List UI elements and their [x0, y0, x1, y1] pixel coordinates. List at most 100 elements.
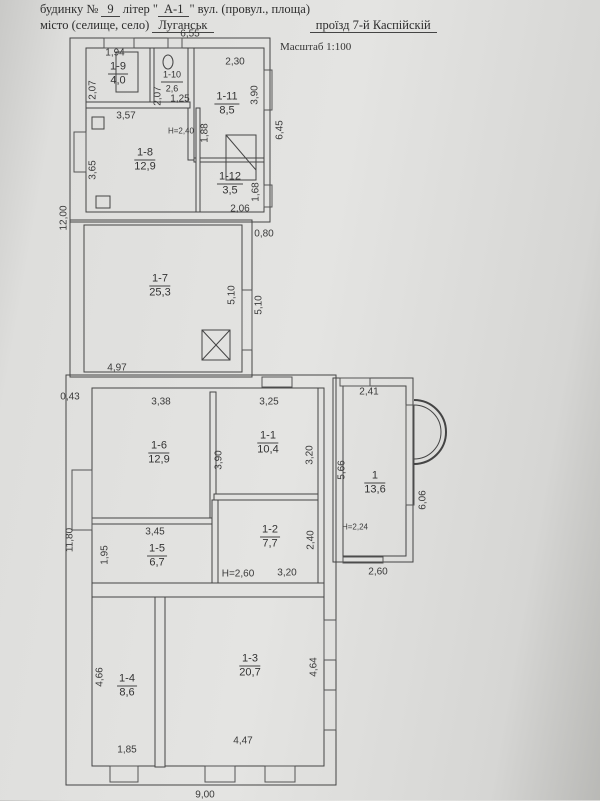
ceiling-height-label: H=2,60 — [221, 568, 255, 580]
dimension-label: 3,65 — [87, 160, 99, 180]
toilet-icon — [162, 54, 174, 70]
room-id: 1-5 — [147, 542, 167, 557]
dimension-label: 1,25 — [170, 93, 190, 105]
dimension-label: 0,43 — [60, 391, 80, 403]
dimension-label: 3,20 — [304, 445, 316, 465]
dimension-label: 2,60 — [368, 566, 388, 578]
dimension-label: 6,06 — [417, 490, 429, 510]
dimension-label: 5,66 — [336, 460, 348, 480]
house-label: будинку № — [40, 2, 99, 16]
porch-arc-inner — [413, 404, 442, 460]
room-area: 20,7 — [239, 666, 261, 679]
dimension-label: 6,55 — [180, 28, 200, 40]
dimension-label: 1,68 — [250, 182, 262, 202]
room-id: 1-11 — [214, 90, 240, 105]
fixtures — [91, 51, 257, 361]
room-area: 8,5 — [219, 104, 235, 117]
room-area: 3,5 — [222, 184, 238, 197]
ceiling-height-label: H=2,24 — [341, 522, 369, 532]
dimension-label: 1,94 — [105, 47, 125, 59]
dimension-label: 11,80 — [64, 527, 76, 553]
room-area: 25,3 — [149, 286, 171, 299]
windows — [71, 37, 415, 783]
dimension-label: 1,85 — [117, 744, 137, 756]
header-line-2: місто (селище, село) Луганськ проїзд 7-й… — [40, 18, 437, 33]
room-id: 1-12 — [216, 170, 244, 185]
dimension-label: 3,25 — [259, 396, 279, 408]
dimension-label: 3,38 — [151, 396, 171, 408]
street-value: проїзд 7-й Каспійскій — [309, 18, 437, 33]
city-label: місто (селище, село) — [40, 18, 150, 32]
room-id: 1-2 — [260, 523, 280, 538]
room-area: 12,9 — [134, 160, 156, 173]
stove-icon — [91, 116, 105, 130]
room-id: 1 — [364, 470, 386, 484]
room-area: 7,7 — [262, 537, 278, 550]
room-area: 4,0 — [110, 74, 126, 87]
house-number: 9 — [101, 2, 120, 17]
room-area: 8,6 — [119, 686, 135, 699]
room-id: 1-6 — [148, 440, 170, 454]
dimension-label: 2,06 — [230, 203, 250, 215]
room-id: 1-4 — [117, 672, 137, 687]
room-area: 6,7 — [149, 556, 165, 569]
dimension-label: 2,41 — [359, 386, 379, 398]
room-area: 13,6 — [364, 483, 386, 496]
room-id: 1-7 — [149, 273, 171, 287]
dimension-label: 3,90 — [213, 450, 225, 470]
attic-hatch-icon — [201, 329, 231, 361]
dimension-label: 3,90 — [249, 85, 261, 105]
scale-label: Масштаб 1:100 — [280, 41, 352, 53]
room-area: 2,6 — [165, 83, 179, 94]
letter-value: А-1 — [158, 2, 190, 17]
dimension-label: 5,10 — [253, 295, 265, 315]
dimension-label: 2,07 — [87, 80, 99, 100]
dimension-label: 1,95 — [99, 545, 111, 565]
room-id: 1-9 — [108, 60, 128, 75]
room-id: 1-3 — [239, 653, 261, 667]
room-id: 1-8 — [134, 147, 156, 161]
dimension-label: 4,66 — [94, 667, 106, 687]
room-id: 1-10 — [160, 69, 184, 83]
porch-arc — [413, 399, 447, 465]
city-value: Луганськ — [152, 18, 214, 33]
dimension-label: 6,45 — [274, 120, 286, 140]
dimension-label: 1,88 — [199, 123, 211, 143]
dimension-label: 3,45 — [145, 526, 165, 538]
dimension-label: 2,30 — [225, 56, 245, 68]
dimension-label: 9,00 — [195, 789, 215, 801]
dimension-label: 5,10 — [226, 285, 238, 305]
dimension-label: 0,80 — [254, 228, 274, 240]
ceiling-height-label: H=2,40 — [167, 126, 195, 136]
room-id: 1-1 — [257, 430, 279, 444]
dimension-label: 2,40 — [305, 530, 317, 550]
interior-walls — [85, 47, 325, 768]
room-area: 10,4 — [257, 443, 279, 456]
dimension-label: 4,97 — [107, 362, 127, 374]
dimension-label: 4,47 — [233, 735, 253, 747]
bathtub-icon — [115, 51, 139, 93]
dimension-label: 4,64 — [308, 657, 320, 677]
dimension-label: 3,20 — [277, 567, 297, 579]
street-label: " вул. (провул., площа) — [189, 2, 310, 16]
letter-label: літер " — [122, 2, 158, 16]
dimension-label: 2,07 — [152, 86, 164, 106]
heater-icon — [95, 195, 111, 209]
room-area: 12,9 — [148, 453, 170, 466]
boiler-icon — [225, 134, 257, 181]
dimension-label: 12,00 — [58, 205, 70, 231]
